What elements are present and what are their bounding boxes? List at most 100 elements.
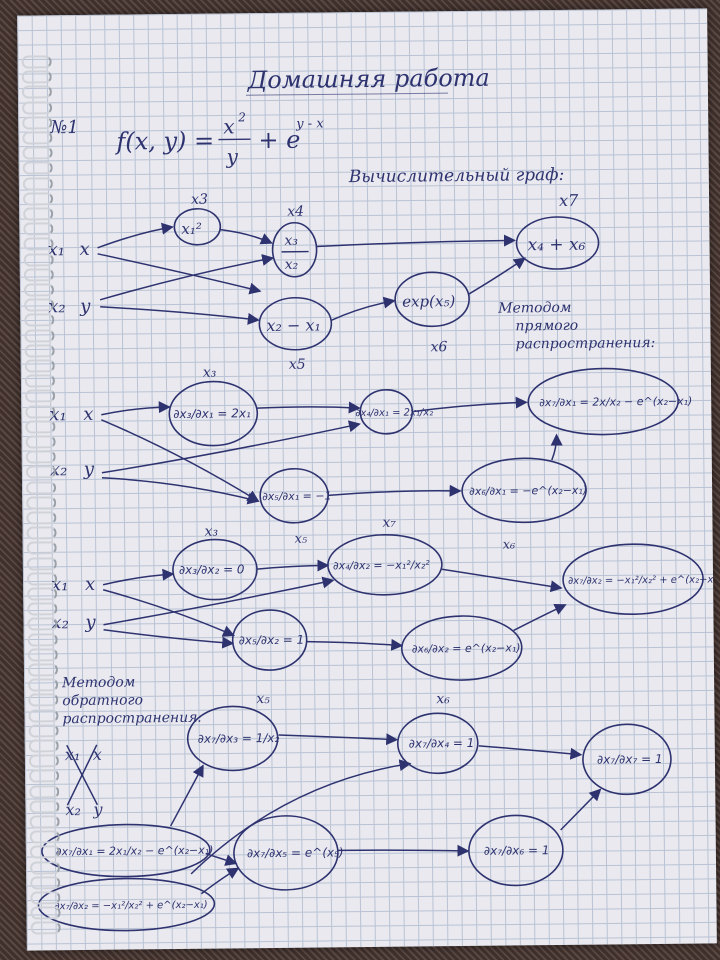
- svg-text:x: x: [83, 404, 93, 425]
- bw-node-x7: [582, 723, 672, 796]
- spiral-ring: [27, 587, 58, 601]
- svg-text:x₃: x₃: [203, 365, 217, 381]
- spiral-ring: [22, 131, 53, 145]
- svg-text:∂x₅/∂x₁ = −1: ∂x₅/∂x₁ = −1: [262, 489, 331, 503]
- edge-x3-x4: [219, 228, 273, 245]
- svg-text:x: x: [85, 574, 95, 595]
- problem-number: №1: [49, 117, 79, 138]
- spiral-ring: [29, 860, 61, 875]
- spiral-ring: [26, 556, 57, 571]
- svg-text:x₂: x₂: [65, 800, 81, 819]
- spiral-ring: [22, 176, 53, 191]
- spiral-ring: [27, 632, 58, 647]
- svg-text:∂x₇/∂x₂ = −x₁²/x₂² + e^(x₂−x₁): ∂x₇/∂x₂ = −x₁²/x₂² + e^(x₂−x₁): [568, 574, 717, 587]
- spiral-ring: [22, 161, 53, 175]
- spiral-ring: [25, 480, 57, 495]
- fw1-node-x3: [168, 380, 259, 447]
- svg-text:∂x₇/∂x₇ = 1: ∂x₇/∂x₇ = 1: [597, 752, 663, 767]
- var-label-x3: x3: [191, 192, 208, 208]
- spiral-ring: [25, 420, 56, 434]
- bw-result-x2: [37, 877, 216, 932]
- svg-text:x₆: x₆: [436, 691, 450, 707]
- svg-text:y: y: [83, 459, 95, 480]
- edge-x5-x6: [331, 296, 396, 322]
- svg-text:x₅: x₅: [295, 532, 308, 547]
- spiral-ring: [23, 252, 54, 267]
- svg-text:x₁: x₁: [51, 574, 69, 595]
- svg-text:∂x₇/∂x₁ = 2x/x₂ − e^(x₂−x₁): ∂x₇/∂x₁ = 2x/x₂ − e^(x₂−x₁): [539, 395, 692, 410]
- bw-node-x3: [186, 705, 279, 772]
- svg-text:прямого: прямого: [515, 318, 578, 335]
- svg-text:y: y: [92, 800, 103, 819]
- function-definition: f(x, y) = x 2 y + e y - x: [114, 110, 324, 168]
- svg-text:x: x: [93, 745, 102, 764]
- svg-text:+ e: + e: [258, 126, 300, 154]
- svg-text:распространения:: распространения:: [516, 335, 656, 352]
- bw-node-x5: [233, 815, 339, 891]
- spiral-ring: [21, 70, 52, 84]
- spiral-ring: [23, 283, 55, 297]
- fw1-node-x7: [527, 367, 679, 436]
- var-label-x5: x5: [289, 357, 306, 373]
- spiral-ring: [25, 404, 56, 419]
- spiral-ring: [29, 800, 60, 814]
- svg-text:y: y: [225, 144, 238, 168]
- page-title: Домашняя работа: [247, 64, 490, 95]
- edge-x2-x5: [100, 306, 260, 325]
- spiral-ring: [22, 146, 53, 160]
- spiral-ring: [24, 374, 56, 388]
- spiral-ring: [30, 906, 61, 920]
- edge-x6-x7: [468, 257, 526, 295]
- spiral-ring: [24, 313, 55, 327]
- spiral-ring: [26, 572, 58, 586]
- svg-text:обратного: обратного: [62, 692, 143, 709]
- svg-text:∂x₇/∂x₃ = 1/x₂: ∂x₇/∂x₃ = 1/x₂: [198, 731, 280, 746]
- svg-text:x₂: x₂: [50, 459, 68, 480]
- edge-x2-x4: [99, 254, 275, 301]
- spiral-ring: [25, 465, 56, 479]
- svg-text:x₇: x₇: [382, 515, 396, 531]
- svg-text:распространения:: распространения:: [62, 710, 202, 727]
- svg-text:∂x₆/∂x₂ = e^(x₂−x₁): ∂x₆/∂x₂ = e^(x₂−x₁): [412, 641, 521, 655]
- spiral-ring: [24, 359, 55, 373]
- svg-text:x₄ + x₆: x₄ + x₆: [527, 235, 585, 256]
- edge-x1-x3: [97, 222, 174, 249]
- svg-text:x₂ − x₁: x₂ − x₁: [266, 315, 321, 335]
- bw-result-x1: [41, 823, 211, 878]
- svg-text:exp(x₅): exp(x₅): [402, 292, 455, 311]
- notebook-page: Домашняя работа №1 f(x, y) = x 2 y + e y…: [17, 8, 717, 951]
- svg-text:x₂: x₂: [51, 612, 69, 633]
- spiral-ring: [21, 85, 52, 99]
- spiral-ring: [29, 830, 60, 844]
- var-label-x4: x4: [287, 204, 304, 220]
- graph-node-x4: [271, 221, 318, 278]
- spiral-ring: [21, 55, 52, 69]
- spiral-ring: [25, 450, 56, 464]
- spiral-ring: [24, 298, 55, 312]
- spiral-ring: [26, 511, 57, 525]
- spiral-ring: [22, 192, 54, 206]
- spiral-ring: [26, 496, 57, 510]
- forward-mode-x2: x₁ x x₂ y x₃ x₇ ∂x₃/∂x₂ = 0 ∂x₄/∂x₂ = −x…: [51, 515, 717, 681]
- var-label-x6: x6: [431, 339, 448, 355]
- fw2-node-x7: [562, 543, 704, 616]
- spiral-ring: [26, 526, 57, 540]
- svg-text:2: 2: [237, 110, 246, 124]
- handwritten-content: Домашняя работа №1 f(x, y) = x 2 y + e y…: [37, 64, 717, 932]
- spiral-ring: [27, 663, 59, 677]
- spiral-ring: [28, 708, 59, 723]
- svg-text:∂x₇/∂x₁ = 2x₁/x₂ − e^(x₂−x₁): ∂x₇/∂x₁ = 2x₁/x₂ − e^(x₂−x₁): [56, 844, 214, 859]
- spiral-ring: [22, 100, 53, 115]
- spiral-ring: [25, 435, 56, 449]
- spiral-ring: [24, 344, 55, 358]
- svg-text:∂x₃/∂x₁ = 2x₁: ∂x₃/∂x₁ = 2x₁: [173, 406, 251, 421]
- spiral-ring: [27, 617, 58, 631]
- svg-text:f(x, y) =: f(x, y) =: [114, 127, 214, 156]
- svg-text:Методом: Методом: [61, 674, 135, 691]
- spiral-ring: [30, 891, 61, 905]
- svg-text:x₃: x₃: [284, 233, 298, 249]
- graph-node-x3: [173, 207, 222, 246]
- spiral-ring: [26, 541, 57, 555]
- svg-text:x₃: x₃: [204, 524, 218, 540]
- fw1-node-x6: [461, 457, 587, 524]
